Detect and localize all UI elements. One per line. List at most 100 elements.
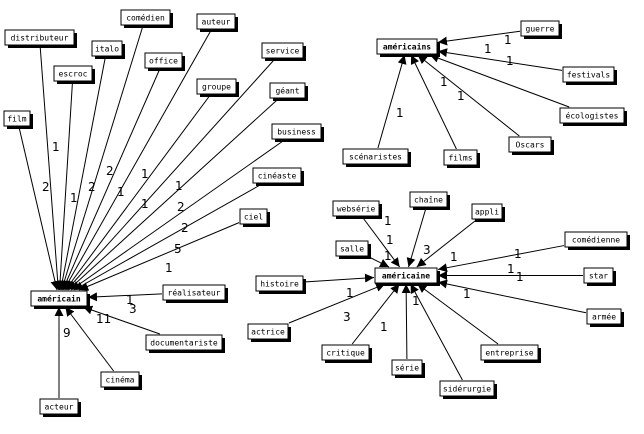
node-box bbox=[391, 359, 423, 376]
node-box bbox=[239, 208, 268, 225]
node-service: service bbox=[261, 42, 306, 61]
edge-weight-label: 1 bbox=[52, 140, 60, 154]
node-label: film bbox=[7, 115, 26, 124]
edge-weight-label: 3 bbox=[129, 302, 137, 316]
node-label: critique bbox=[326, 349, 365, 358]
edges bbox=[18, 25, 587, 398]
node-salle: salle bbox=[335, 240, 371, 259]
node-festivals: festivals bbox=[562, 66, 617, 85]
edge-weight-label: 11 bbox=[96, 312, 111, 326]
node-box bbox=[162, 284, 226, 301]
edge-critique-to-americaine bbox=[351, 283, 400, 345]
node-cinema: cinéma bbox=[100, 371, 142, 390]
node-label: acteur bbox=[45, 403, 74, 412]
edge-weight-label: 2 bbox=[106, 164, 114, 178]
node-box bbox=[100, 371, 140, 388]
edge-auteur-to-americain bbox=[63, 29, 212, 291]
node-box bbox=[196, 78, 237, 95]
node-box bbox=[255, 275, 304, 292]
node-label: comédienne bbox=[572, 235, 620, 245]
edge-business-to-americain bbox=[70, 139, 285, 291]
node-label: salle bbox=[340, 245, 364, 254]
node-label: groupe bbox=[202, 83, 231, 92]
edge-distributeur-to-americain bbox=[39, 45, 63, 291]
edge-weight-label: 1 bbox=[516, 270, 524, 284]
edge-weight-label: 3 bbox=[343, 310, 351, 324]
node-box bbox=[4, 29, 75, 46]
node-box bbox=[559, 107, 625, 124]
node-geant: géant bbox=[269, 82, 308, 101]
node-cineaste: cinéaste bbox=[252, 167, 304, 186]
node-label: business bbox=[277, 128, 316, 137]
node-label: écologistes bbox=[566, 111, 619, 121]
node-italo: italo bbox=[91, 40, 125, 59]
edge-comedienne-to-americaine bbox=[437, 245, 565, 273]
node-label: réalisateur bbox=[168, 288, 221, 298]
node-auteur: auteur bbox=[196, 13, 238, 32]
edge-film-to-americain bbox=[18, 126, 60, 291]
node-box bbox=[586, 308, 622, 325]
node-box bbox=[583, 267, 614, 284]
node-documentariste: documentariste bbox=[145, 334, 225, 353]
edge-entreprise-to-americaine bbox=[417, 283, 499, 345]
edge-appli-to-americaine bbox=[416, 219, 477, 268]
edge-geant-to-americain bbox=[68, 98, 279, 291]
node-business: business bbox=[271, 123, 324, 142]
edge-weight-label: 1 bbox=[412, 294, 420, 308]
edge-films-to-americains bbox=[410, 54, 457, 150]
edge-weight-label: 1 bbox=[450, 250, 458, 264]
node-box bbox=[480, 344, 539, 361]
edge-office-to-americain bbox=[62, 68, 161, 291]
edge-ciel-to-americain bbox=[78, 222, 240, 291]
node-label: auteur bbox=[202, 18, 231, 27]
edge-weight-label: 1 bbox=[514, 247, 522, 261]
node-appli: appli bbox=[471, 203, 505, 222]
node-box bbox=[39, 398, 79, 415]
node-critique: critique bbox=[321, 344, 372, 363]
edge-weight-label: 1 bbox=[165, 261, 173, 275]
node-serie: série bbox=[391, 359, 425, 378]
edge-weight-label: 1 bbox=[463, 287, 471, 301]
node-label: américain bbox=[37, 294, 81, 304]
node-armee: armée bbox=[586, 308, 624, 327]
node-actrice: actrice bbox=[247, 323, 291, 342]
edge-oscars-to-americains bbox=[417, 54, 520, 137]
node-box bbox=[332, 200, 380, 217]
node-box bbox=[409, 191, 448, 208]
edge-weight-label: 1 bbox=[440, 75, 448, 89]
edge-documentariste-to-americain bbox=[82, 305, 161, 335]
node-label: escroc bbox=[59, 70, 88, 79]
node-label: histoire bbox=[260, 280, 299, 289]
node-box bbox=[3, 110, 31, 127]
edge-weight-label: 1 bbox=[384, 249, 392, 263]
node-box bbox=[564, 231, 628, 248]
edge-weight-label: 9 bbox=[63, 326, 71, 340]
edge-weight-label: 1 bbox=[386, 233, 394, 247]
node-box bbox=[471, 203, 503, 220]
node-box bbox=[342, 148, 409, 165]
node-label: documentariste bbox=[150, 339, 218, 348]
node-box bbox=[196, 13, 236, 30]
node-guerre: guerre bbox=[520, 20, 562, 39]
edge-italo-to-americain bbox=[57, 56, 106, 291]
node-box bbox=[508, 136, 552, 153]
node-groupe: groupe bbox=[196, 78, 239, 97]
edge-weight-label: 1 bbox=[384, 214, 392, 228]
edge-festivals-to-americains bbox=[437, 48, 563, 71]
node-entreprise: entreprise bbox=[480, 344, 541, 363]
node-label: service bbox=[266, 47, 300, 56]
edge-weight-label: 1 bbox=[141, 167, 149, 181]
node-box bbox=[145, 334, 223, 351]
edge-chaine-to-americaine bbox=[406, 207, 427, 268]
edge-weight-label: 2 bbox=[177, 200, 185, 214]
edge-escroc-to-americain bbox=[55, 81, 73, 291]
edge-weight-label: 2 bbox=[181, 221, 189, 235]
edge-weight-label: 1 bbox=[141, 197, 149, 211]
node-label: cinéaste bbox=[258, 171, 297, 181]
node-distributeur: distributeur bbox=[4, 29, 77, 48]
node-ecologistes: écologistes bbox=[559, 107, 627, 126]
edge-serie-to-americaine bbox=[401, 283, 411, 360]
node-box bbox=[144, 52, 183, 69]
edge-weight-label: 1 bbox=[346, 286, 354, 300]
